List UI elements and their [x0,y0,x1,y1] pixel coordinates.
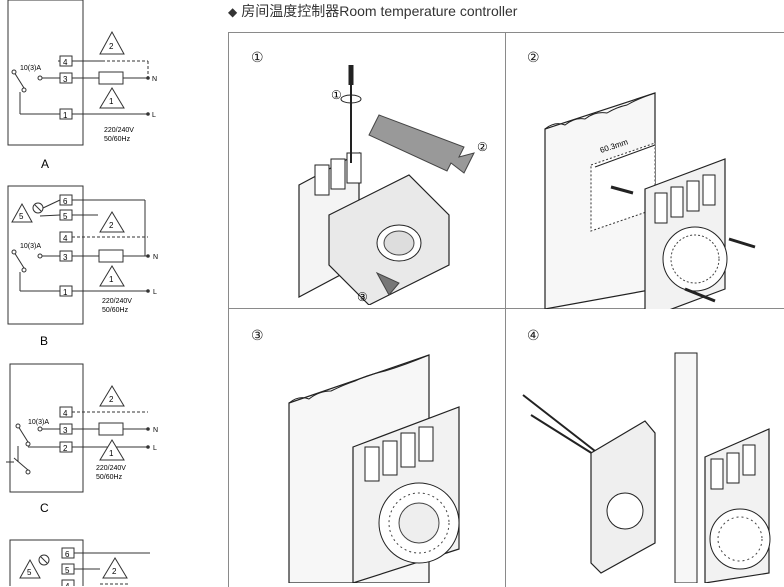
terminal-b-5: 5 [63,212,68,221]
callout-1: ① [331,88,342,102]
tri-d-2: 2 [112,567,117,576]
freq-a: 50/60Hz [104,136,131,143]
terminal-d-5: 5 [65,566,70,575]
callout-3: ③ [357,290,368,304]
step-1-illustration: ① ② ③ [298,65,488,305]
installation-steps-grid: ① ① ② ③ ② 60.3mm [228,32,784,587]
terminal-d-6: 6 [65,550,70,559]
terminal-b-4: 4 [63,234,68,243]
rating-a: 10(3)A [20,65,41,72]
terminal-b-3: 3 [63,253,68,262]
tri-c-2: 2 [109,395,114,404]
rating-b: 10(3)A [20,243,41,250]
step-2-illustration: 60.3mm [544,92,756,309]
wiring-diagram-c: 4 3 2 10(3)A 2 1 N L 220/240V 50/60Hz C [6,363,158,515]
terminal-c-4: 4 [63,409,68,418]
terminal-a-4: 4 [63,58,68,67]
neutral-c: N [153,427,158,434]
caption-a: A [41,157,49,170]
step-2-number: ② [527,49,540,65]
freq-c: 50/60Hz [96,474,123,481]
tri-b-5: 5 [19,212,24,221]
voltage-b: 220/240V [102,298,132,305]
tri-b-1: 1 [109,275,114,284]
step-3-illustration [288,354,460,583]
step-4-illustration [522,352,771,583]
grid-divider-vertical [505,33,506,587]
rating-c: 10(3)A [28,419,49,426]
terminal-c-2: 2 [63,444,68,453]
wiring-diagram-b: 6 5 4 3 1 5 10(3)A 2 1 N L 220/240V 5 [7,185,158,348]
terminal-d-4: 4 [65,582,70,586]
wiring-diagram-d: 6 5 4 5 2 [9,539,150,586]
terminal-a-3: 3 [63,75,68,84]
terminal-b-1: 1 [63,288,68,297]
tri-b-2: 2 [109,221,114,230]
tri-a-1: 1 [109,97,114,106]
step-3-number: ③ [251,327,264,343]
page-title: ◆房间温度控制器Room temperature controller [228,1,517,21]
step-4-number: ④ [527,327,540,343]
terminal-c-3: 3 [63,426,68,435]
live-a: L [152,112,156,119]
page-title-text: 房间温度控制器Room temperature controller [241,3,518,19]
live-b: L [153,289,157,296]
tri-d-5: 5 [27,568,32,577]
neutral-b: N [153,254,158,261]
step-1-number: ① [251,49,264,65]
tri-a-2: 2 [109,42,114,51]
voltage-a: 220/240V [104,127,134,134]
terminal-a-1: 1 [63,111,68,120]
wiring-diagram-a: 4 3 1 10(3)A 2 1 N L 220/240V 50/60Hz A [7,0,157,170]
voltage-c: 220/240V [96,465,126,472]
callout-2: ② [477,140,488,154]
live-c: L [153,445,157,452]
neutral-a: N [152,76,157,83]
caption-c: C [40,501,49,515]
terminal-b-6: 6 [63,197,68,206]
freq-b: 50/60Hz [102,307,129,314]
grid-divider-horizontal [229,308,784,309]
tri-c-1: 1 [109,449,114,458]
diamond-bullet-icon: ◆ [228,5,238,19]
caption-b: B [40,334,48,348]
